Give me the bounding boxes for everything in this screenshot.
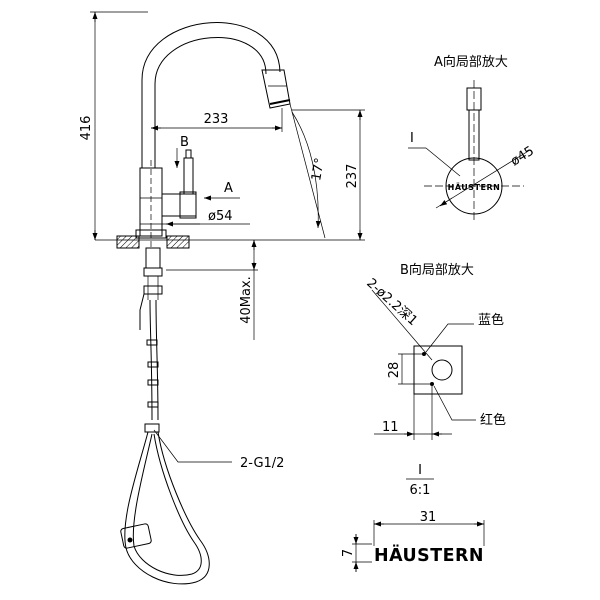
counter-section-right bbox=[166, 235, 190, 249]
handle-cap bbox=[179, 191, 197, 219]
spray-face bbox=[269, 99, 291, 105]
handle-tip bbox=[185, 149, 192, 159]
detail-i-marker: I bbox=[418, 463, 422, 478]
view-b-label: B bbox=[180, 135, 189, 150]
detail-b: B向局部放大 2-ø2.2深1 蓝色 红色 28 11 bbox=[363, 262, 506, 440]
detail-b-blue-leader bbox=[425, 323, 474, 353]
dimension-lines bbox=[90, 11, 365, 463]
spout-outer bbox=[141, 22, 281, 168]
handle-lever bbox=[183, 157, 194, 195]
pull-out-hose-inner bbox=[132, 433, 202, 576]
counter-section-left bbox=[116, 235, 140, 249]
detail-b-28-text: 28 bbox=[387, 362, 402, 379]
dim-233-text: 233 bbox=[204, 112, 229, 127]
faucet-side-view bbox=[95, 22, 365, 585]
handle-block bbox=[161, 193, 197, 217]
detail-b-red-leader bbox=[433, 385, 476, 421]
detail-a-badge: HÄUSTERN bbox=[448, 182, 501, 192]
dimension-texts: 416 233 237 17° ø54 A B 40Max. 2-G1/2 bbox=[79, 112, 360, 471]
detail-a-title: A向局部放大 bbox=[434, 54, 508, 70]
pull-out-hose bbox=[124, 431, 210, 585]
detail-b-title: B向局部放大 bbox=[400, 262, 474, 278]
detail-b-red-label: 红色 bbox=[480, 412, 506, 428]
detail-b-spec-text: 2-ø2.2深1 bbox=[363, 276, 420, 329]
detail-b-bore bbox=[431, 359, 453, 381]
detail-b-11-text: 11 bbox=[382, 420, 399, 435]
dim-40max-text: 40Max. bbox=[239, 276, 254, 324]
detail-a-marker: I bbox=[410, 131, 414, 146]
hose-weight-dot bbox=[127, 537, 133, 543]
detail-i-scale: 6:1 bbox=[410, 483, 431, 498]
dim-17-text: 17° bbox=[309, 157, 328, 182]
detail-i-7-text: 7 bbox=[341, 549, 356, 557]
dim-54-text: ø54 bbox=[208, 209, 233, 224]
dim-17-arc bbox=[291, 111, 321, 229]
view-a-label: A bbox=[224, 181, 233, 196]
dim-416-text: 416 bbox=[79, 116, 94, 141]
shank-washer bbox=[143, 267, 163, 277]
shank-fitting bbox=[143, 285, 163, 295]
detail-a-diameter-text: ø45 bbox=[508, 144, 537, 170]
detail-b-blue-label: 蓝色 bbox=[478, 312, 504, 328]
base-plate bbox=[135, 229, 167, 239]
hose-ferrules bbox=[144, 339, 160, 433]
detail-a: A向局部放大 HÄUSTERN ø45 I bbox=[408, 54, 537, 222]
hose-weight bbox=[120, 523, 152, 549]
detail-b-spec-leader bbox=[371, 289, 433, 361]
detail-b-block bbox=[413, 345, 463, 395]
supply-hose-c bbox=[139, 293, 145, 330]
angle-leg bbox=[289, 103, 326, 239]
detail-i-31-text: 31 bbox=[420, 510, 437, 525]
dim-237-text: 237 bbox=[345, 164, 360, 189]
thread-leader bbox=[153, 429, 232, 463]
detail-i: I 6:1 31 7 HÄUSTERN bbox=[341, 463, 485, 572]
detail-i-logo: HÄUSTERN bbox=[374, 544, 484, 566]
spout-inner bbox=[154, 36, 267, 168]
shank-nut bbox=[145, 247, 161, 269]
thread-text: 2-G1/2 bbox=[240, 456, 284, 471]
